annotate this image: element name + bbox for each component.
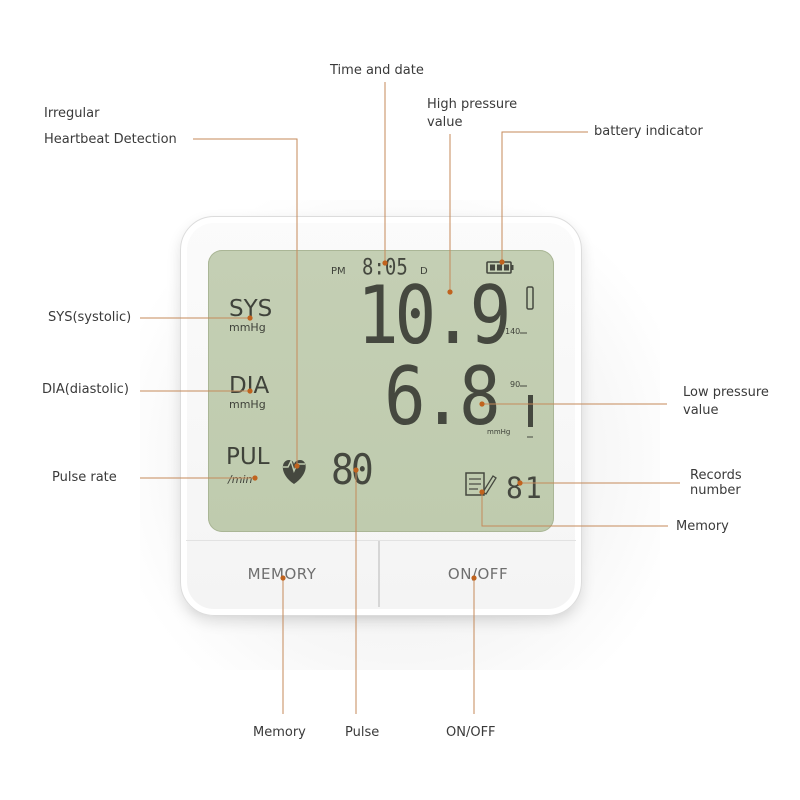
label-pulse-rate: Pulse rate [52, 470, 117, 485]
label-memory-button: Memory [253, 725, 306, 740]
label-irregular-line1: Irregular [44, 106, 100, 121]
label-low-pressure-line1: Low pressure [683, 385, 769, 400]
label-irregular-line2: Heartbeat Detection [44, 132, 177, 147]
systolic-value: 10.9 [357, 268, 511, 363]
label-pulse: Pulse [345, 725, 380, 740]
pulse-value: 80 [331, 445, 374, 495]
sys-unit: mmHg [229, 321, 266, 334]
button-area: MEMORY ON/OFF [186, 540, 576, 609]
date-indicator: D [420, 266, 428, 277]
dia-label: DIA [229, 373, 270, 399]
pul-unit: /min [228, 473, 253, 486]
label-time-and-date: Time and date [330, 63, 424, 78]
scale-140: 140 [505, 327, 521, 336]
label-high-pressure-line1: High pressure [427, 97, 518, 112]
memory-button[interactable]: MEMORY [186, 541, 380, 607]
scale-90: 90 [510, 380, 521, 389]
diastolic-unit: mmHg [487, 428, 511, 436]
diastolic-value: 6.8 [384, 349, 501, 444]
dia-unit: mmHg [229, 398, 266, 411]
label-sys-systolic: SYS(systolic) [48, 310, 132, 325]
label-memory-icon: Memory [676, 519, 729, 534]
label-dia-diastolic: DIA(diastolic) [42, 382, 129, 397]
pm-indicator: PM [331, 266, 346, 277]
sys-label: SYS [229, 296, 273, 322]
label-records-number-line2: number [690, 483, 741, 498]
label-low-pressure-line2: value [683, 403, 719, 418]
label-high-pressure-line2: value [427, 115, 463, 130]
label-onoff-button: ON/OFF [446, 725, 496, 740]
record-number: 81 [506, 470, 544, 506]
label-battery-indicator: battery indicator [594, 124, 703, 139]
clock-time: 8:05 [362, 254, 408, 280]
pul-label: PUL [226, 444, 270, 470]
label-records-number-line1: Records [690, 468, 742, 483]
onoff-button[interactable]: ON/OFF [447, 565, 509, 583]
